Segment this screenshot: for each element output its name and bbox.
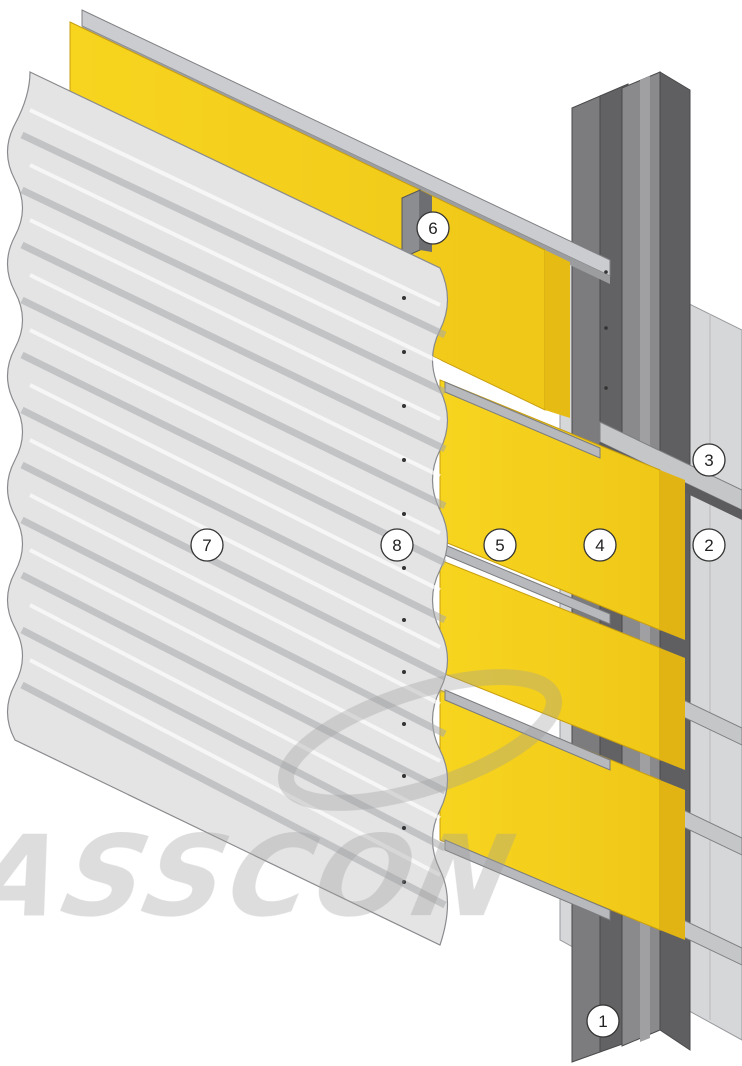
watermark: GLASSCON xyxy=(0,669,562,942)
callout-2: 2 xyxy=(692,528,726,562)
callout-4: 4 xyxy=(583,528,617,562)
callout-8: 8 xyxy=(380,528,414,562)
corrugated-sheet xyxy=(6,71,449,946)
watermark-text: GLASSCON xyxy=(0,811,528,942)
callout-3: 3 xyxy=(692,443,726,477)
callout-5: 5 xyxy=(483,528,517,562)
fasteners xyxy=(402,270,608,884)
callout-2-label: 2 xyxy=(704,536,713,555)
callout-7: 7 xyxy=(190,528,224,562)
callout-6-label: 6 xyxy=(428,219,437,238)
callout-5-label: 5 xyxy=(495,536,504,555)
callout-3-label: 3 xyxy=(704,451,713,470)
callout-6: 6 xyxy=(416,211,450,245)
callout-1: 1 xyxy=(586,1004,620,1038)
callout-8-label: 8 xyxy=(392,536,401,555)
callout-4-label: 4 xyxy=(595,536,604,555)
callout-1-label: 1 xyxy=(598,1012,607,1031)
callout-7-label: 7 xyxy=(202,536,211,555)
sub-rails xyxy=(444,381,611,921)
